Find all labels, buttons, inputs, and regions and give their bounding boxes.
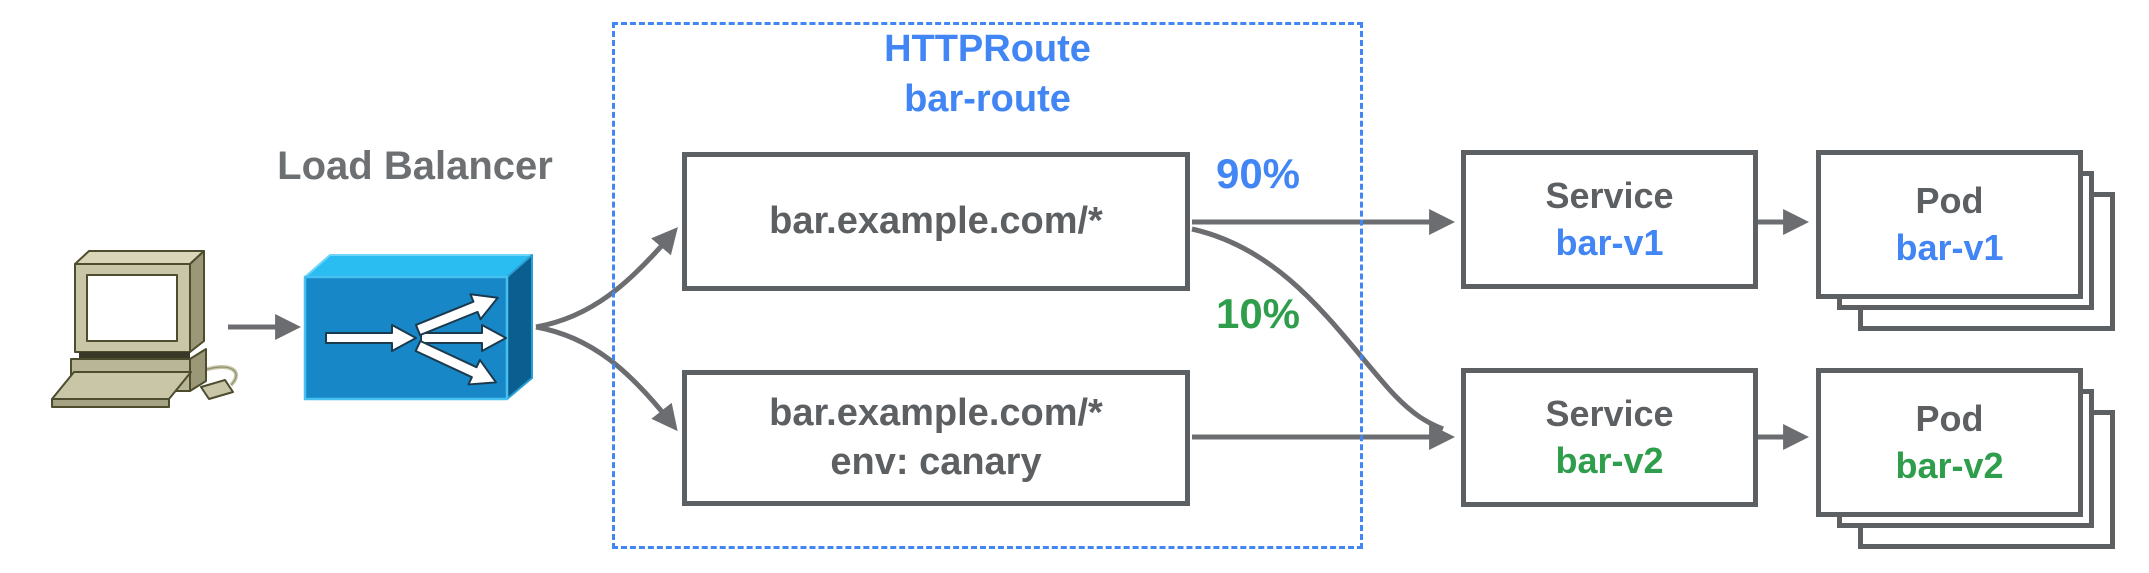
httproute-kind-label: HTTPRoute xyxy=(884,28,1091,70)
service-box-bar-v2: Service bar-v2 xyxy=(1461,368,1758,507)
service-type-label: Service xyxy=(1545,174,1674,216)
rule-match-label: bar.example.com/* xyxy=(769,391,1103,434)
service-box-bar-v1: Service bar-v1 xyxy=(1461,150,1758,289)
pod-type-label: Pod xyxy=(1915,397,1984,439)
service-type-label: Service xyxy=(1545,392,1674,434)
pod-type-label: Pod xyxy=(1915,179,1984,221)
weight-label-90: 90% xyxy=(1215,150,1301,197)
desktop-computer-icon xyxy=(51,250,238,408)
pod-stack-bar-v1: Pod bar-v1 xyxy=(1816,150,2115,331)
rule-header-match-label: env: canary xyxy=(830,441,1042,483)
pod-name-label: bar-v1 xyxy=(1895,226,2004,268)
rule1-to-service2-curve xyxy=(1191,226,1444,432)
lb-to-rule1-curve xyxy=(535,227,678,330)
pod-name-label: bar-v2 xyxy=(1895,444,2004,486)
weight-label-10: 10% xyxy=(1215,290,1301,337)
httproute-title: HTTPRoute bar-route xyxy=(612,24,1363,124)
load-balancer-icon xyxy=(303,254,533,401)
lb-to-rule2-curve xyxy=(535,324,678,432)
connector-arrows xyxy=(228,209,1810,450)
rule-box-canary: bar.example.com/* env: canary xyxy=(682,370,1190,506)
pod-box-bar-v2: Pod bar-v2 xyxy=(1816,368,2083,517)
rule-box-main: bar.example.com/* xyxy=(682,152,1190,291)
rule-match-label: bar.example.com/* xyxy=(769,199,1103,242)
pod-box-bar-v1: Pod bar-v1 xyxy=(1816,150,2083,299)
service-name-label: bar-v2 xyxy=(1555,439,1664,481)
httproute-name-label: bar-route xyxy=(904,78,1071,121)
service-name-label: bar-v1 xyxy=(1555,221,1664,263)
load-balancer-arrows-glyph xyxy=(325,293,507,386)
httproute-frame xyxy=(612,22,1363,549)
pod-stack-bar-v2: Pod bar-v2 xyxy=(1816,368,2115,549)
load-balancer-label: Load Balancer xyxy=(277,144,553,188)
